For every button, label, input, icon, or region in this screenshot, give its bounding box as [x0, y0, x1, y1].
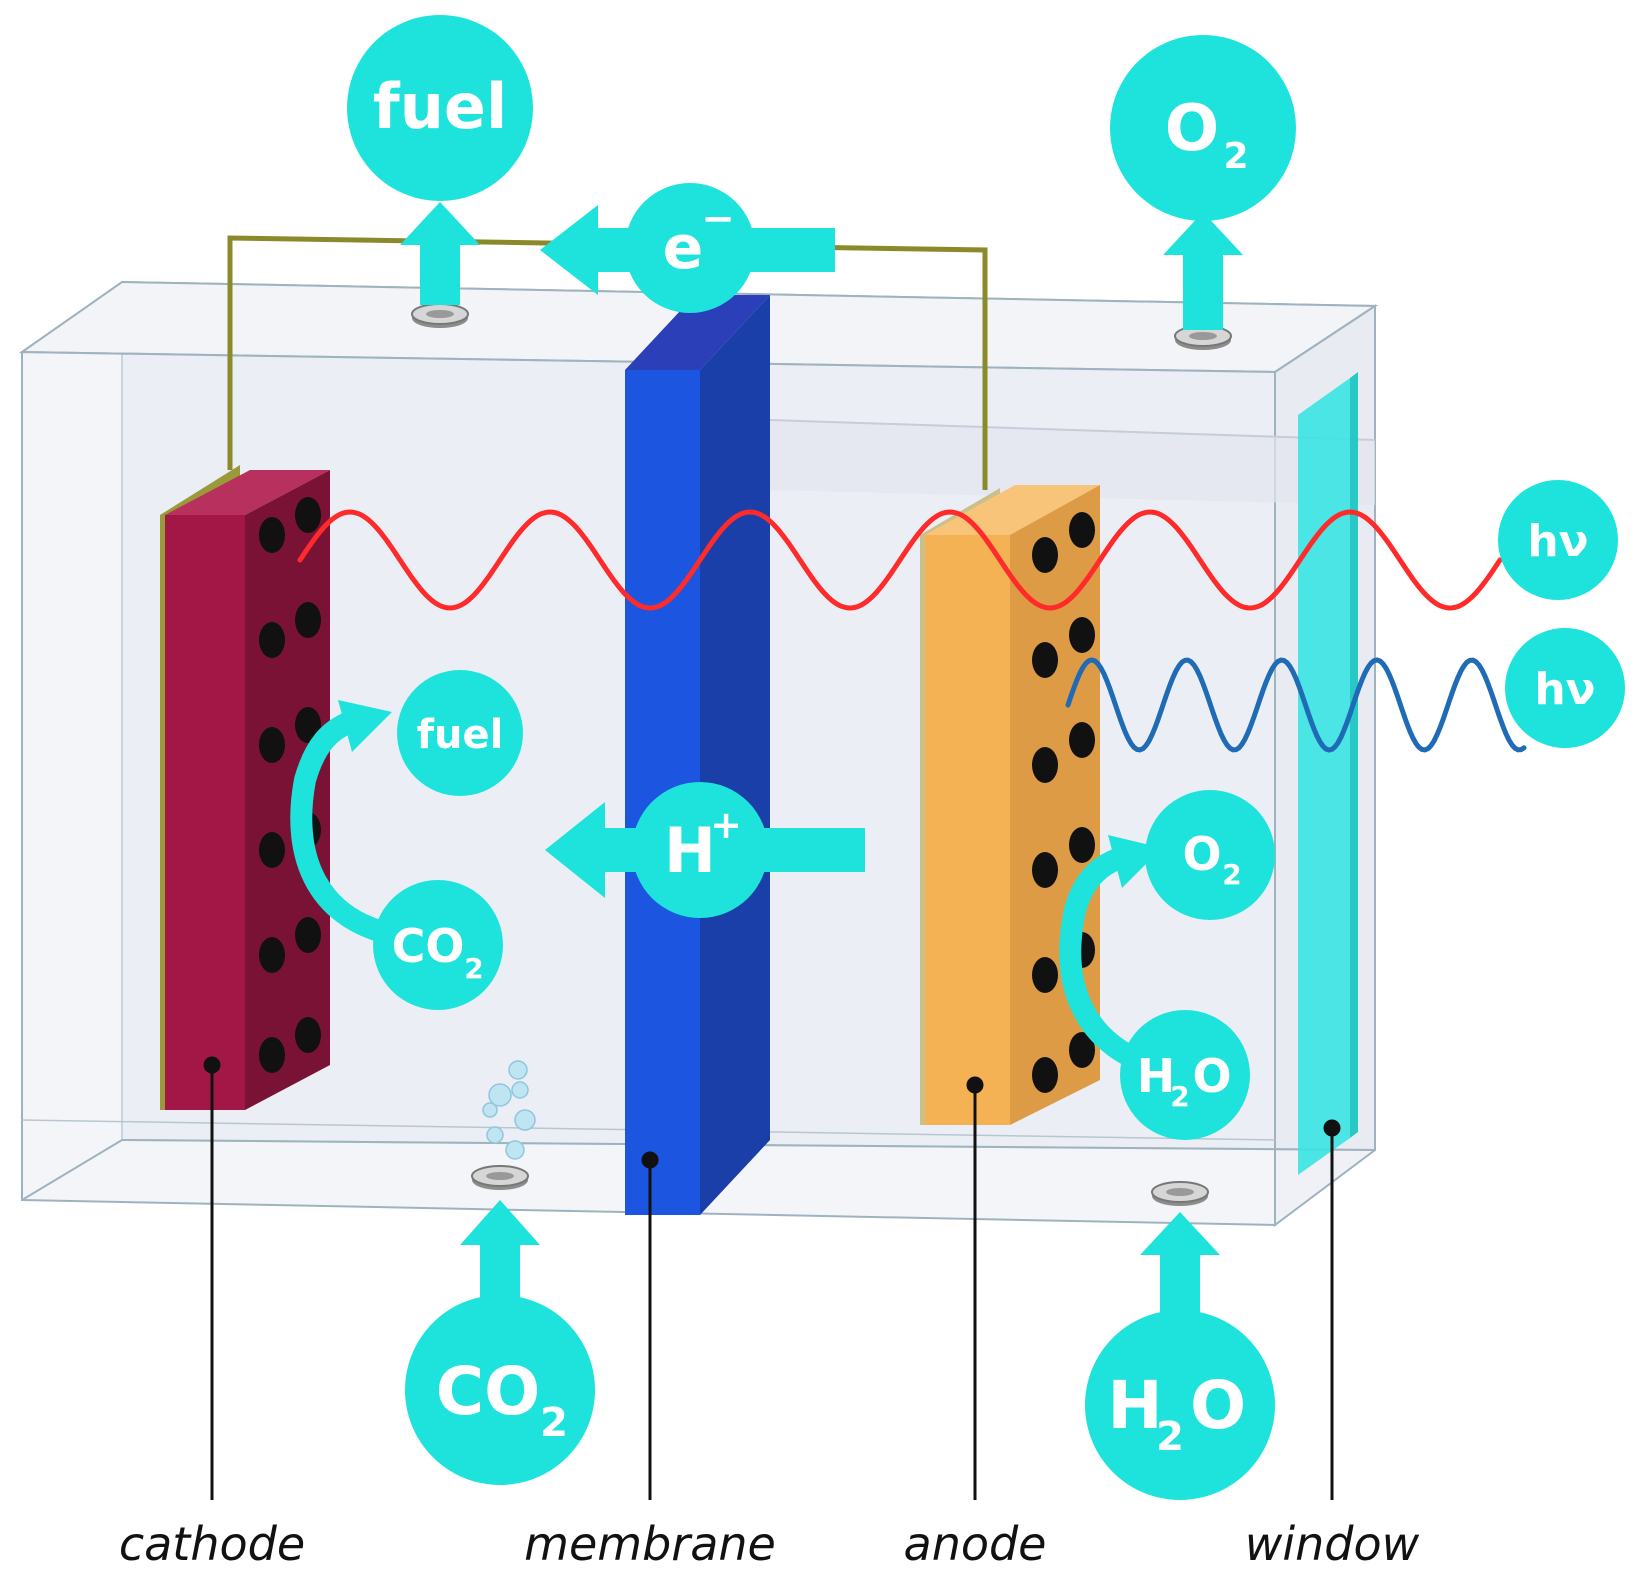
gas-bubbles — [482, 1060, 536, 1160]
water-surface — [770, 420, 1375, 505]
co2-inner-bubble: CO 2 — [373, 880, 503, 1010]
fuel-product-label: fuel — [373, 70, 507, 143]
water-line — [769, 419, 1376, 441]
window-label: window — [1245, 1517, 1420, 1571]
proton-bubble: H + — [632, 782, 768, 918]
cathode-electrode — [160, 465, 330, 1110]
co2-inner-label: CO — [392, 919, 465, 973]
h2o-reactant-o: O — [1190, 1367, 1246, 1444]
o2-inner-subscript: 2 — [1222, 858, 1241, 891]
anode-pores — [1032, 512, 1095, 1093]
window-pane — [1298, 372, 1358, 1175]
h2o-inner-h: H — [1137, 1049, 1176, 1103]
fuel-inner-bubble: fuel — [397, 670, 523, 796]
co2-reactant-subscript: 2 — [540, 1400, 568, 1446]
anode-label: anode — [904, 1517, 1047, 1571]
hv-blue-label: hν — [1534, 664, 1595, 715]
hv-blue-bubble: hν — [1505, 628, 1625, 748]
red-light-wave — [297, 509, 1503, 611]
fuel-product-bubble: fuel — [347, 15, 533, 201]
blue-light-wave — [1065, 657, 1527, 753]
hv-red-label: hν — [1527, 516, 1588, 567]
o2-product-label: O — [1165, 92, 1219, 166]
o2-inner-label: O — [1182, 827, 1221, 881]
anode-electrode — [920, 485, 1100, 1125]
h2o-reactant-bubble: H 2 O — [1085, 1310, 1275, 1500]
co2-reactant-label: CO — [436, 1353, 541, 1430]
o2-product-subscript: 2 — [1223, 136, 1248, 177]
cathode-label: cathode — [119, 1517, 305, 1571]
fuel-inner-label: fuel — [417, 712, 504, 758]
hv-red-bubble: hν — [1498, 480, 1618, 600]
port-co2-inlet — [471, 1165, 529, 1190]
leader-lines — [203, 1056, 1341, 1500]
o2-inner-bubble: O 2 — [1145, 790, 1275, 920]
cathode-reaction-arrow — [290, 700, 398, 946]
port-fuel-outlet — [411, 303, 469, 328]
h2o-reactant-subscript: 2 — [1156, 1414, 1184, 1460]
h2o-reactant-h: H — [1107, 1367, 1162, 1444]
electron-label: e — [663, 213, 704, 283]
o2-product-bubble: O 2 — [1110, 35, 1296, 221]
electron-superscript: − — [701, 196, 735, 242]
h2o-inner-bubble: H 2 O — [1120, 1010, 1250, 1140]
membrane-label: membrane — [524, 1517, 776, 1571]
fuel-out-arrow — [400, 202, 480, 305]
co2-reactant-bubble: CO 2 — [405, 1295, 595, 1485]
proton-superscript: + — [710, 803, 742, 847]
port-h2o-inlet — [1151, 1181, 1209, 1206]
proton-label: H — [664, 814, 716, 887]
h2o-inner-o: O — [1192, 1049, 1231, 1103]
electron-bubble: e − — [625, 183, 755, 313]
membrane — [625, 295, 770, 1215]
co2-inner-subscript: 2 — [464, 952, 483, 985]
cell-edge — [21, 1139, 123, 1201]
h2o-inner-subscript: 2 — [1170, 1080, 1189, 1113]
o2-out-arrow — [1163, 212, 1243, 330]
